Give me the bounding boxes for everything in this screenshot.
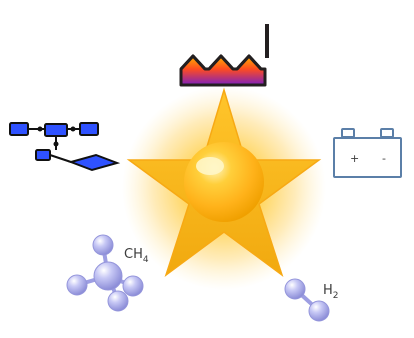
battery-positive-label: + (350, 152, 359, 165)
satellite-right-panel (79, 122, 99, 136)
factory-icon (179, 24, 269, 87)
satellite-dish-panel (67, 153, 121, 172)
factory-chimney (265, 24, 269, 58)
satellite-center-panel (44, 123, 68, 137)
satellite-left-panel (9, 122, 29, 136)
battery-right-terminal (380, 128, 394, 138)
core-highlight (196, 157, 224, 175)
battery-negative-label: - (382, 152, 386, 165)
methane-label: CH4 (124, 247, 149, 265)
central-energy-source (122, 86, 326, 290)
battery-left-terminal (341, 128, 355, 138)
hydrogen-molecule-icon: H2 (284, 278, 339, 322)
battery-body (333, 137, 402, 178)
factory-roof-lines (179, 54, 263, 71)
battery-icon: + - (333, 128, 402, 178)
satellite-bottom-box (35, 149, 51, 161)
methane-molecule-icon: CH4 (66, 234, 149, 312)
hydrogen-label: H2 (323, 283, 339, 301)
core-sphere (184, 142, 264, 222)
satellite-icon (9, 122, 121, 172)
